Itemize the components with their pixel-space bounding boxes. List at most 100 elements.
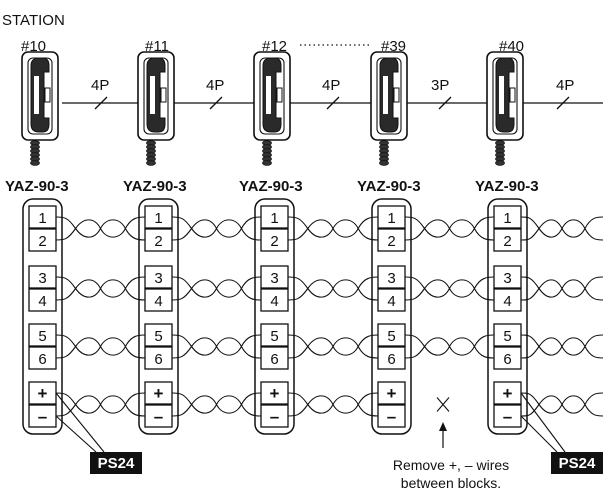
terminal-label: 6: [38, 351, 46, 368]
wire-pair-label: 4P: [91, 77, 109, 94]
wire-pair-label: 4P: [206, 77, 224, 94]
signal-wire-pair: [55, 216, 146, 241]
terminal-label: +: [503, 384, 513, 403]
hook-switch: [44, 87, 51, 103]
terminal-label: 4: [38, 293, 46, 310]
note-arrow-head: [439, 422, 447, 431]
terminal-label: 3: [503, 270, 511, 287]
terminal-block-outline: [371, 198, 412, 435]
terminal-label: 2: [154, 233, 162, 250]
terminal-label: –: [503, 407, 512, 426]
signal-wire-pair: [520, 334, 603, 359]
station-number: #10: [21, 38, 46, 55]
signal-wire-pair: [171, 216, 262, 241]
terminal-label: 5: [38, 328, 46, 345]
terminal-label: 5: [503, 328, 511, 345]
terminal-label: 6: [387, 351, 395, 368]
ps-feed-minus: [520, 415, 558, 453]
wall-phone-icon: [21, 51, 59, 166]
terminal-label: 5: [387, 328, 395, 345]
terminal-label: 2: [503, 233, 511, 250]
terminal-label: –: [38, 407, 47, 426]
coiled-cord: [495, 160, 505, 166]
power-wire-pair: [55, 392, 146, 417]
coiled-cord: [146, 160, 156, 166]
removed-wire-mark: [436, 397, 450, 412]
terminal-label: 4: [154, 293, 162, 310]
ps-feed-plus: [55, 392, 105, 453]
terminal-block-outline: [138, 198, 179, 435]
model-label: YAZ-90-3: [475, 178, 539, 195]
terminal-label: 5: [154, 328, 162, 345]
ps-feed-plus: [520, 392, 566, 453]
signal-wire-pair: [171, 334, 262, 359]
power-wire-pair: [171, 392, 262, 417]
terminal-label: 6: [154, 351, 162, 368]
note-line-2: between blocks.: [401, 475, 501, 491]
wall-phone-icon: [370, 51, 408, 166]
power-supply-box: [90, 452, 142, 474]
terminal-label: 3: [38, 270, 46, 287]
wire-slash: [326, 96, 340, 110]
terminal-label: –: [387, 407, 396, 426]
handset-grip: [383, 76, 388, 114]
terminal-label: 2: [387, 233, 395, 250]
signal-wire-pair: [55, 276, 146, 301]
terminal-label: 2: [270, 233, 278, 250]
station-number: #39: [381, 38, 406, 55]
handset-grip: [150, 76, 155, 114]
power-wire-pair: [520, 392, 603, 417]
signal-wire-pair: [520, 276, 603, 301]
signal-wire-pair: [287, 334, 379, 359]
signal-wire-pair: [287, 276, 379, 301]
hook-switch: [160, 87, 167, 103]
wire-pair-label: 3P: [431, 77, 449, 94]
coiled-cord: [379, 160, 389, 166]
terminal-label: 1: [503, 210, 511, 227]
terminal-label: 3: [154, 270, 162, 287]
model-label: YAZ-90-3: [5, 178, 69, 195]
terminal-label: +: [38, 384, 48, 403]
terminal-label: 3: [270, 270, 278, 287]
ps-feed-minus: [55, 415, 97, 453]
power-supply-label: PS24: [559, 455, 596, 472]
model-label: YAZ-90-3: [239, 178, 303, 195]
terminal-label: +: [154, 384, 164, 403]
terminal-label: 1: [387, 210, 395, 227]
terminal-label: –: [270, 407, 279, 426]
wire-slash: [438, 96, 452, 110]
power-supply-box: [551, 452, 603, 474]
signal-wire-pair: [404, 216, 495, 241]
terminal-label: 4: [387, 293, 395, 310]
terminal-label: 6: [503, 351, 511, 368]
wire-slash: [94, 96, 108, 110]
terminal-label: 3: [387, 270, 395, 287]
signal-wire-pair: [404, 276, 495, 301]
signal-wire-pair: [171, 276, 262, 301]
signal-wire-pair: [404, 334, 495, 359]
station-number: #12: [262, 38, 287, 55]
terminal-label: 1: [154, 210, 162, 227]
note-line-1: Remove +, – wires: [393, 457, 509, 473]
terminal-label: 4: [270, 293, 278, 310]
terminal-label: –: [154, 407, 163, 426]
coiled-cord: [262, 160, 272, 166]
handset-grip: [499, 76, 504, 114]
station-heading: STATION: [2, 12, 65, 29]
hook-switch: [393, 87, 400, 103]
wall-phone-icon: [137, 51, 175, 166]
hook-switch: [276, 87, 283, 103]
model-label: YAZ-90-3: [123, 178, 187, 195]
terminal-label: 4: [503, 293, 511, 310]
handset-grip: [266, 76, 271, 114]
terminal-label: 1: [270, 210, 278, 227]
wire-pair-label: 4P: [556, 77, 574, 94]
terminal-label: +: [387, 384, 397, 403]
handset-grip: [34, 76, 39, 114]
station-number: #40: [499, 38, 524, 55]
terminal-block-outline: [487, 198, 528, 435]
model-label: YAZ-90-3: [357, 178, 421, 195]
terminal-label: 2: [38, 233, 46, 250]
wire-pair-label: 4P: [322, 77, 340, 94]
